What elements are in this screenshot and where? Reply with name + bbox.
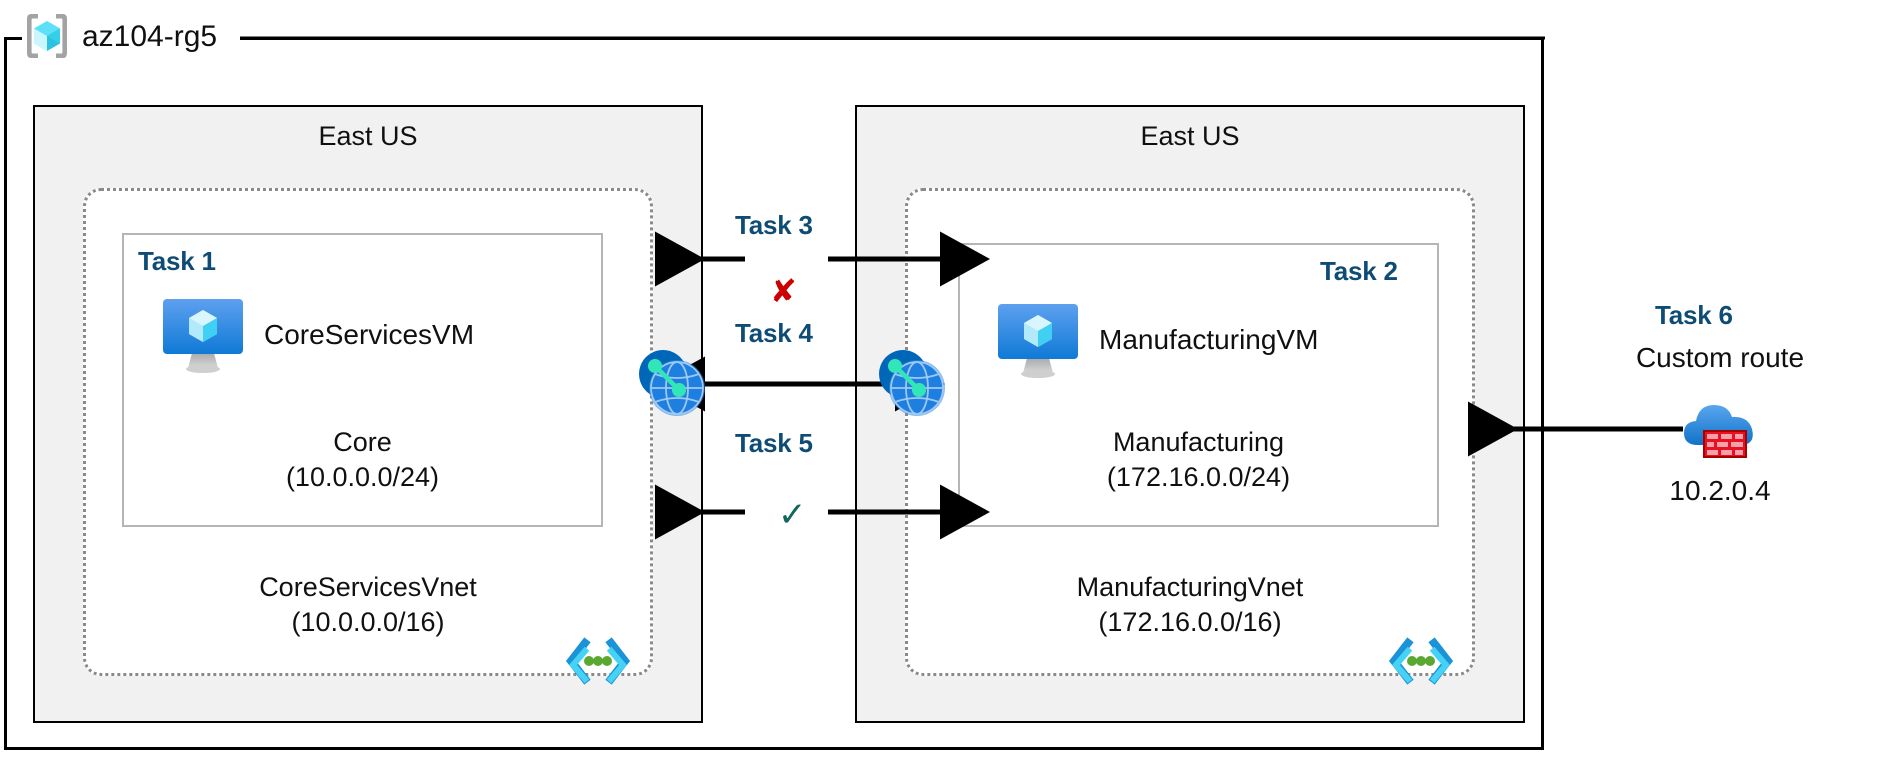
subnet-manufacturing	[958, 243, 1439, 527]
vnet-peering-icon	[633, 344, 709, 420]
subnet-name-core: Core	[333, 427, 392, 457]
subnet-cidr-core: (10.0.0.0/24)	[285, 462, 440, 493]
task-tag-1: Task 1	[138, 246, 216, 276]
firewall-icon	[1678, 393, 1762, 461]
subnet-name-manufacturing: Manufacturing	[1112, 427, 1285, 457]
virtual-machine-icon	[160, 295, 246, 375]
subnet-core	[122, 233, 603, 527]
task-tag-3: Task 3	[735, 210, 813, 240]
vnet-info-core: CoreServicesVnet (10.0.0.0/16)	[83, 570, 653, 640]
vnet-info-manufacturing: ManufacturingVnet (172.16.0.0/16)	[905, 570, 1475, 640]
task-tag-5: Task 5	[735, 428, 813, 458]
vnet-name-manufacturing: ManufacturingVnet	[1076, 572, 1304, 602]
subnet-icon	[565, 635, 631, 687]
subnet-info-manufacturing: Manufacturing (172.16.0.0/24)	[958, 425, 1439, 495]
region-label-left: East US	[318, 121, 418, 151]
vm-core-services: CoreServicesVM	[160, 295, 474, 375]
azure-resource-group-icon	[22, 11, 72, 63]
custom-route-arrow	[1468, 401, 1683, 457]
task-tag-4: Task 4	[735, 318, 813, 348]
vnet-cidr-core: (10.0.0.0/16)	[291, 607, 445, 638]
vnet-cidr-manufacturing: (172.16.0.0/16)	[1098, 607, 1282, 638]
custom-route-ip: 10.2.0.4	[1669, 475, 1771, 506]
vnet-peering-icon	[873, 344, 949, 420]
subnet-info-core: Core (10.0.0.0/24)	[122, 425, 603, 495]
subnet-icon	[1388, 635, 1454, 687]
resource-group-name: az104-rg5	[82, 20, 218, 53]
task-tag-6: Task 6	[1655, 300, 1733, 330]
connection-arrow-task3	[655, 231, 990, 287]
connection-marker-task5: ✓	[778, 496, 807, 534]
vm-name-core-services: CoreServicesVM	[264, 319, 475, 350]
resource-group-title: az104-rg5	[22, 8, 217, 66]
vm-manufacturing: ManufacturingVM	[995, 300, 1318, 380]
connection-arrow-task4	[655, 356, 945, 412]
virtual-machine-icon	[995, 300, 1081, 380]
vnet-name-core: CoreServicesVnet	[259, 572, 477, 602]
vm-name-manufacturing: ManufacturingVM	[1099, 324, 1319, 355]
task-tag-2: Task 2	[1320, 256, 1398, 286]
connection-arrow-task5	[655, 484, 990, 540]
custom-route-label: Custom route	[1635, 342, 1805, 373]
connection-marker-task3: ✘	[770, 273, 797, 309]
region-label-right: East US	[1140, 121, 1240, 151]
resource-group-title-connector	[240, 36, 1545, 40]
subnet-cidr-manufacturing: (172.16.0.0/24)	[1106, 462, 1291, 493]
